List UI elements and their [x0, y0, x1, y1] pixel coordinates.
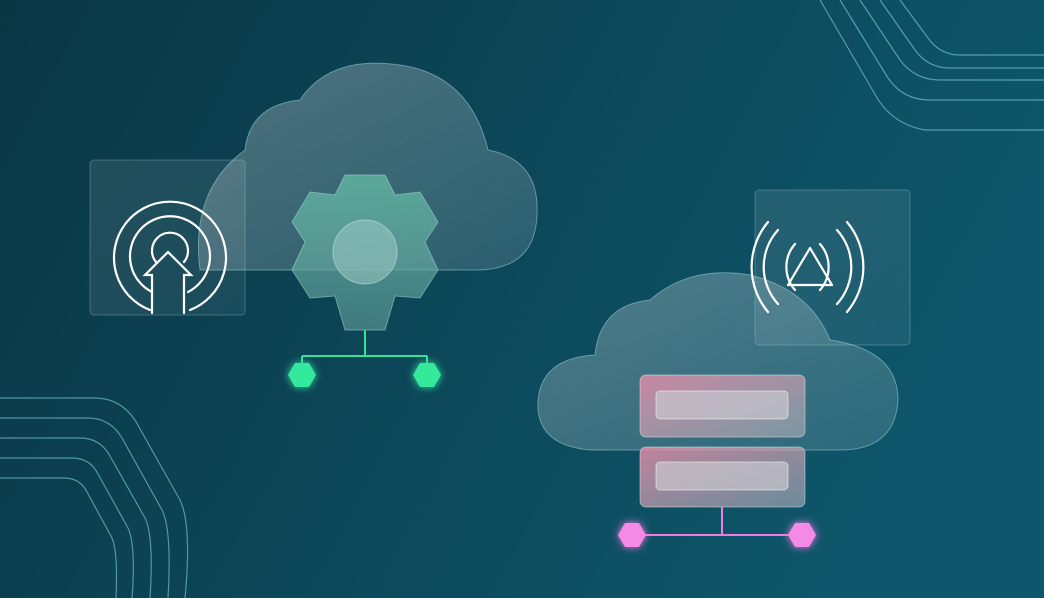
- tile-left: [89, 159, 246, 316]
- server-stack-icon: [639, 374, 806, 508]
- node-pink-left: [618, 523, 646, 547]
- gear-icon: [291, 174, 439, 331]
- node-green-right: [413, 363, 441, 387]
- decorative-lines-bottom-left: [0, 397, 189, 598]
- tile-right: [750, 189, 911, 346]
- signal-alert-triangle-icon: [750, 220, 865, 314]
- node-pink-right: [788, 523, 816, 547]
- decorative-lines-top-right: [819, 0, 1044, 131]
- cloud-top-left: [197, 62, 538, 271]
- node-green-left: [288, 363, 316, 387]
- network-pink: [618, 507, 816, 547]
- network-green: [288, 330, 441, 387]
- broadcast-upload-icon: [112, 200, 228, 315]
